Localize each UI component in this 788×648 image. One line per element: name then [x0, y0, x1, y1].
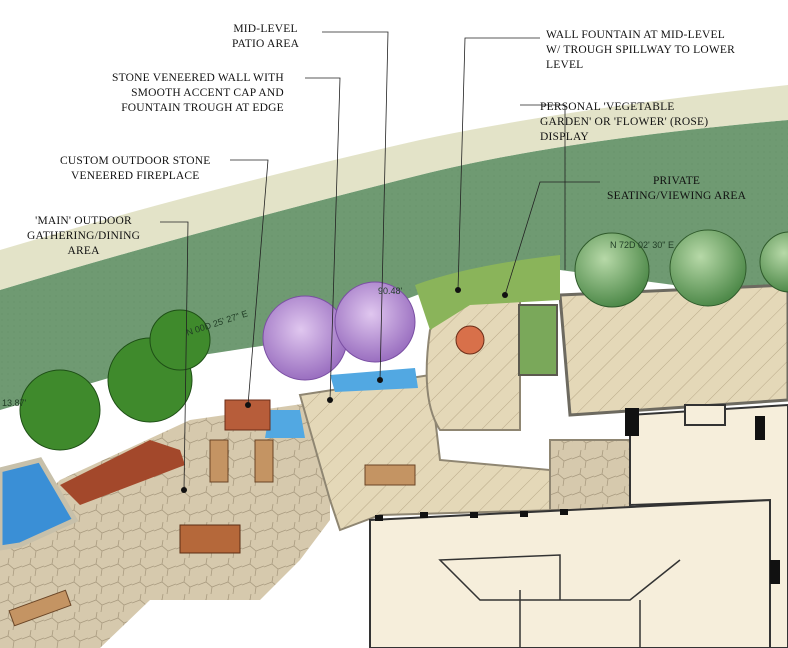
side-courtyard	[549, 439, 631, 511]
lounge-chair-icon	[8, 439, 416, 627]
table-chairs-icon	[179, 325, 485, 554]
house-bay	[684, 404, 726, 426]
brick-wall	[60, 440, 185, 505]
callout-garden: PERSONAL 'VEGETABLE GARDEN' OR 'FLOWER' …	[540, 101, 709, 143]
bearing-label: N 72D 02' 30" E	[610, 240, 674, 250]
swimming-pool	[0, 457, 79, 551]
palm-tree-icon	[19, 309, 211, 451]
callout-stone-wall: STONE VENEERED WALL WITH SMOOTH ACCENT C…	[112, 72, 284, 114]
dimension-label: 13.87'	[2, 398, 27, 408]
main-terrace-paving	[0, 400, 330, 648]
planting-strip	[415, 255, 560, 330]
callout-leaders	[160, 31, 600, 491]
callout-fireplace: CUSTOM OUTDOOR STONE VENEERED FIREPLACE	[60, 155, 211, 182]
fountain-trough	[330, 368, 418, 392]
callout-wall-fountain: WALL FOUNTAIN AT MID-LEVEL W/ TROUGH SPI…	[546, 29, 735, 71]
wall-piers	[375, 408, 780, 584]
shrub-icon	[574, 229, 788, 308]
dimension-label: 90.48'	[378, 286, 403, 296]
callout-mid-level-patio: MID-LEVEL PATIO AREA	[232, 23, 300, 50]
callout-private-seating: PRIVATE SEATING/VIEWING AREA	[607, 175, 747, 202]
house-footprint	[629, 403, 788, 648]
lawn-border	[0, 85, 788, 290]
flowering-tree-icon	[262, 281, 416, 381]
callout-main-gathering: 'MAIN' OUTDOOR GATHERING/DINING AREA	[27, 215, 141, 257]
house-footprint	[369, 498, 771, 648]
fountain-trough	[265, 410, 305, 438]
garden-bed	[518, 304, 558, 376]
private-viewing-deck	[558, 283, 788, 417]
